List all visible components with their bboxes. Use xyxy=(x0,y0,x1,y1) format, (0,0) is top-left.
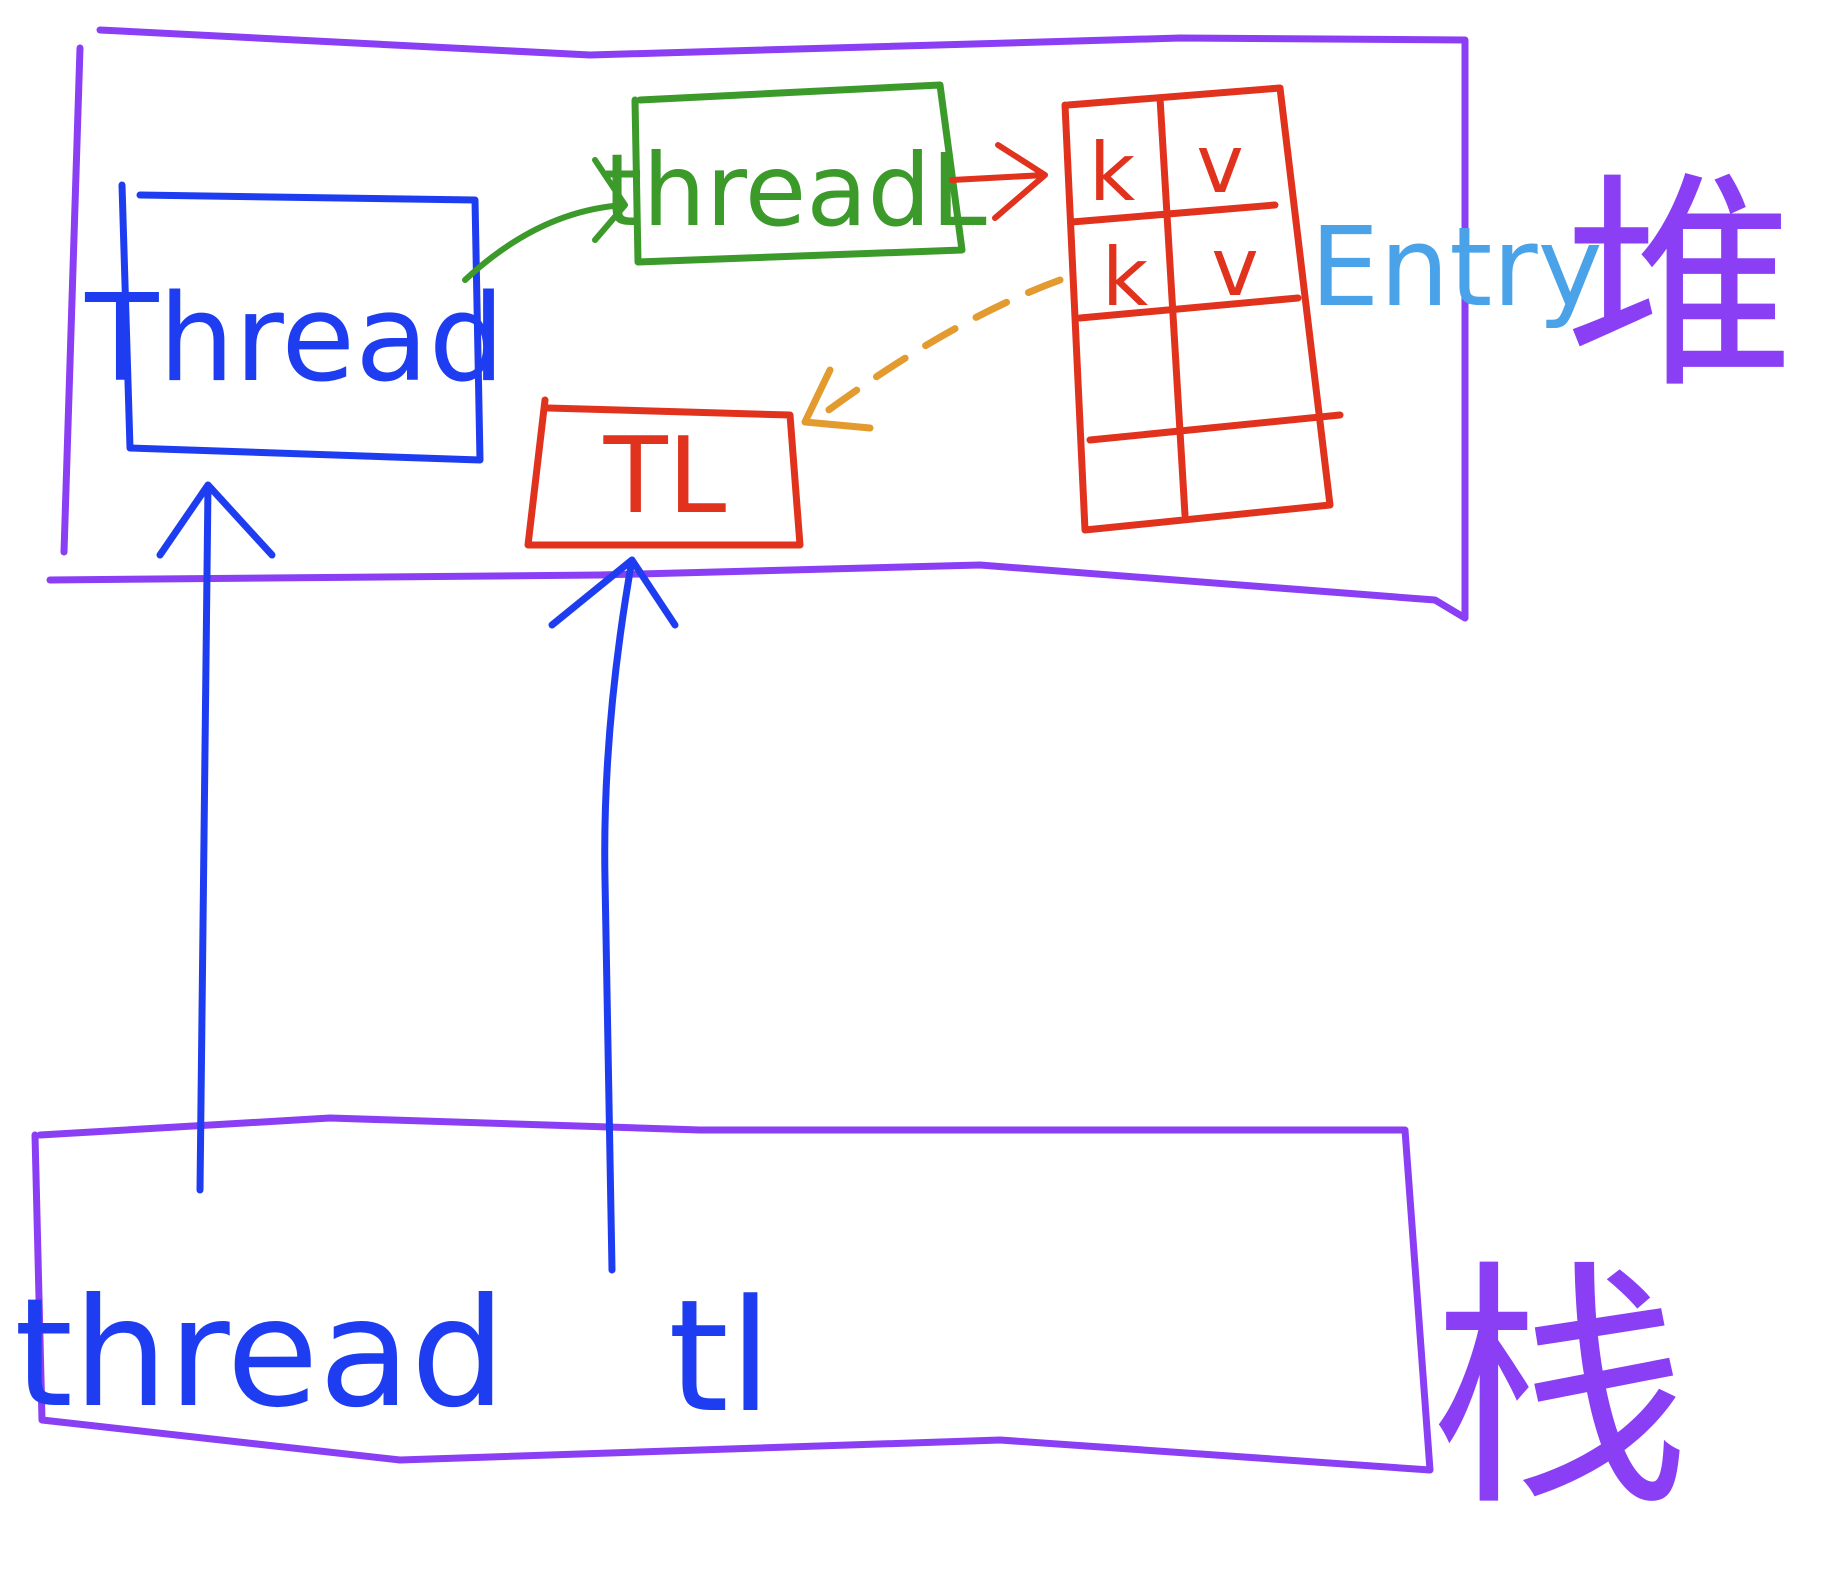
entry-value-1: v xyxy=(1196,118,1243,211)
thread-ref-arrow xyxy=(156,481,276,1194)
entry-key-2: k xyxy=(1102,231,1149,324)
thread-reference-label: thread xyxy=(14,1267,506,1441)
stack-label: 栈 xyxy=(1430,1240,1690,1542)
entry-label: Entry xyxy=(1310,203,1603,331)
thread-object-label: Thread xyxy=(84,270,505,409)
threadlocalmap-to-entry-arrow xyxy=(949,142,1048,221)
entry-table-grid xyxy=(1061,84,1344,534)
thread-object-box xyxy=(118,181,484,464)
heap-region: 堆 xyxy=(46,26,1795,622)
thread-to-threadlocalmap-arrow xyxy=(462,157,628,283)
entry-key-1: k xyxy=(1089,126,1136,219)
entry-table: k v k v Entry xyxy=(1061,84,1603,534)
threadlocalmap-label: threadL xyxy=(603,132,987,249)
stack-references xyxy=(156,481,679,1274)
tl-reference-label: tl xyxy=(668,1266,772,1447)
threadlocalmap-object: threadL xyxy=(603,81,987,266)
stack-region-outline xyxy=(31,1114,1434,1474)
heap-references xyxy=(462,142,1064,432)
tl-ref-arrow xyxy=(548,556,679,1274)
entry-value-2: v xyxy=(1211,221,1258,314)
entry-to-threadlocal-weak-reference xyxy=(811,276,1064,424)
stack-region: 栈 thread tl xyxy=(14,1114,1690,1542)
heap-region-outline xyxy=(46,26,1469,622)
threadlocal-object: TL xyxy=(524,396,804,549)
threadlocal-label: TL xyxy=(603,415,727,537)
thread-object: Thread xyxy=(84,181,505,464)
weak-reference-arrowhead xyxy=(801,366,874,432)
threadlocalmap-box xyxy=(631,81,966,266)
heap-label: 堆 xyxy=(1565,153,1795,420)
threadlocal-box xyxy=(524,396,804,549)
